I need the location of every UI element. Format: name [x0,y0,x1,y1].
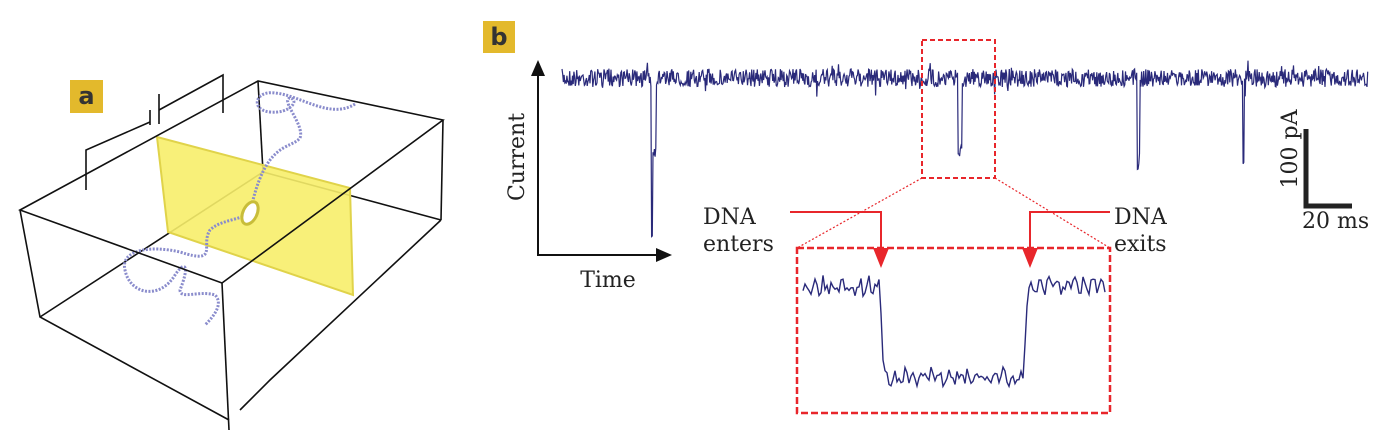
dna-strand-icon [123,91,356,327]
zoom-callout [795,39,1112,415]
scale-bar [1303,129,1352,209]
exit-label-line2: exits [1114,232,1167,257]
x-axis-label: Time [580,268,636,293]
battery-icon [85,73,224,190]
enter-arrow [790,211,889,268]
scale-current-label: 100 pA [1278,108,1303,188]
y-axis-label: Current [505,113,530,201]
nanopore [240,200,260,226]
current-trace [561,60,1369,238]
event-zoom-trace [802,274,1106,389]
flow-cell-box-front [18,80,445,430]
panel-a-label-box [70,80,103,113]
panel-a-label: a [78,82,94,110]
exit-label-line1: DNA [1114,205,1168,230]
exit-arrow [1022,211,1110,268]
panel-b-label: b [490,23,507,51]
axes [531,60,672,262]
panel-a: a [18,73,445,430]
panel-b: b Current Time DNA enters DNA exits [483,21,1369,415]
enter-label-line1: DNA [703,205,757,230]
scale-time-label: 20 ms [1302,209,1369,234]
panel-b-label-box [483,21,515,53]
enter-label-line2: enters [703,232,774,257]
